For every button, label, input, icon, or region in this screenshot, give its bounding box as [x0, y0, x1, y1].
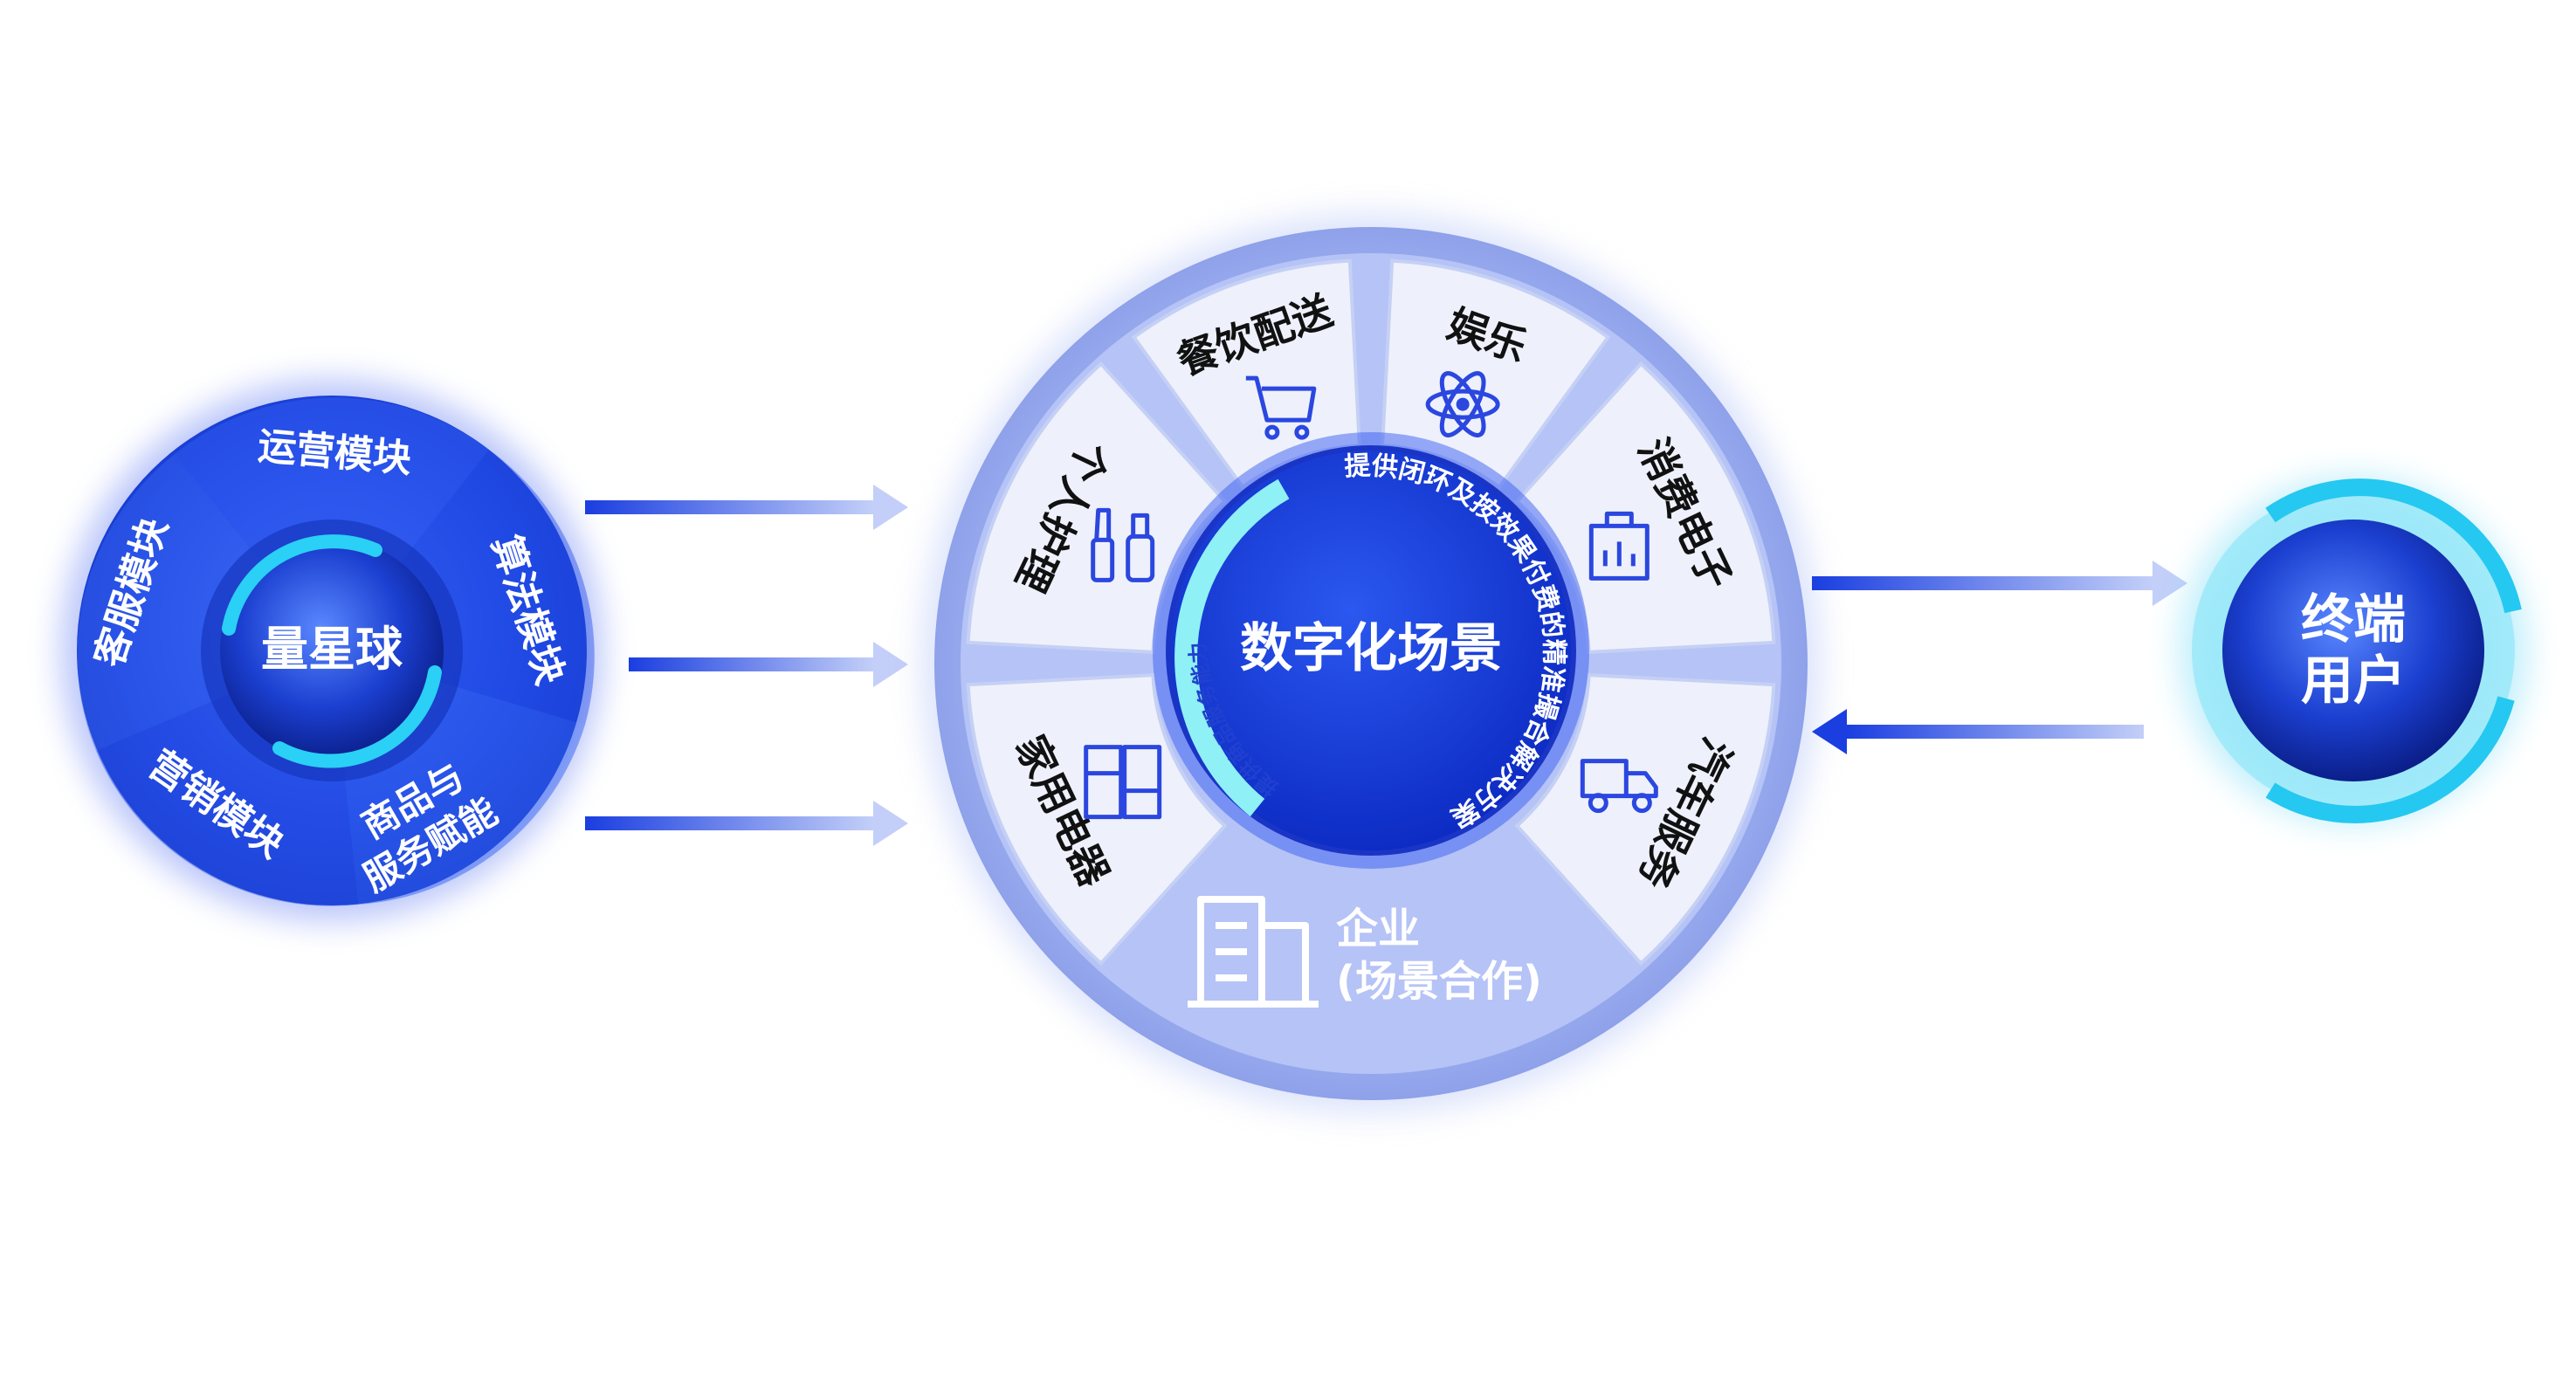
scene-segment-personal-care: 个人护理	[966, 361, 1228, 655]
globe-ring-top	[222, 534, 382, 636]
arrow-right-1	[585, 485, 908, 530]
globe	[220, 539, 444, 762]
left-arrows	[585, 485, 908, 846]
truck-icon	[1580, 759, 1658, 814]
scene-segment-auto-service: 汽车服务	[1514, 672, 1776, 967]
globe-ring-bottom	[272, 665, 442, 768]
right-hub-line1: 终端	[2301, 589, 2406, 650]
scene-segment-entertainment: 娱乐	[1380, 258, 1611, 490]
right-hub-arc-top	[2265, 478, 2522, 614]
arrow-right-3	[585, 801, 908, 846]
right-arrows	[1812, 561, 2187, 754]
core-cyan-arc	[1174, 478, 1290, 817]
right-hub: 终端 用户	[2179, 476, 2528, 825]
scene-segment-food-delivery: 餐饮配送	[1131, 258, 1362, 490]
shopping-bag-icon	[1588, 511, 1650, 581]
beauty-tools-icon	[1091, 507, 1155, 582]
cart-icon	[1245, 375, 1317, 440]
core-disc	[1166, 445, 1576, 856]
center-title: 数字化场景	[1240, 618, 1502, 679]
right-hub-arc-bottom	[2265, 696, 2515, 823]
arrow-right-2	[629, 642, 908, 687]
arrow-from-user	[1812, 709, 2144, 754]
center-hub: 餐饮配送娱乐消费电子汽车服务家用电器个人护理 企业 (场景合作) 数字化场景 提…	[921, 214, 1821, 1113]
enterprise-area: 企业 (场景合作)	[1188, 896, 1542, 1008]
scene-segment-home-appliances: 家用电器	[966, 672, 1228, 967]
enterprise-title: 企业	[1336, 905, 1420, 953]
left-hub-title: 量星球	[261, 622, 403, 677]
refrigerator-icon	[1084, 745, 1162, 820]
enterprise-subtitle: (场景合作)	[1336, 957, 1542, 1006]
building-icon	[1188, 896, 1319, 1008]
scene-segments: 餐饮配送娱乐消费电子汽车服务家用电器个人护理	[966, 258, 1776, 967]
right-hub-line2: 用户	[2301, 650, 2406, 712]
atom-icon	[1425, 371, 1500, 438]
scene-segment-auto-service-panel	[1514, 672, 1776, 967]
arrow-to-user	[1812, 561, 2187, 606]
right-hub-globe	[2222, 520, 2484, 781]
left-hub: 量星球 运营模块 算法模块 客服模块 营销模块 商品与 服务赋能	[61, 380, 603, 921]
